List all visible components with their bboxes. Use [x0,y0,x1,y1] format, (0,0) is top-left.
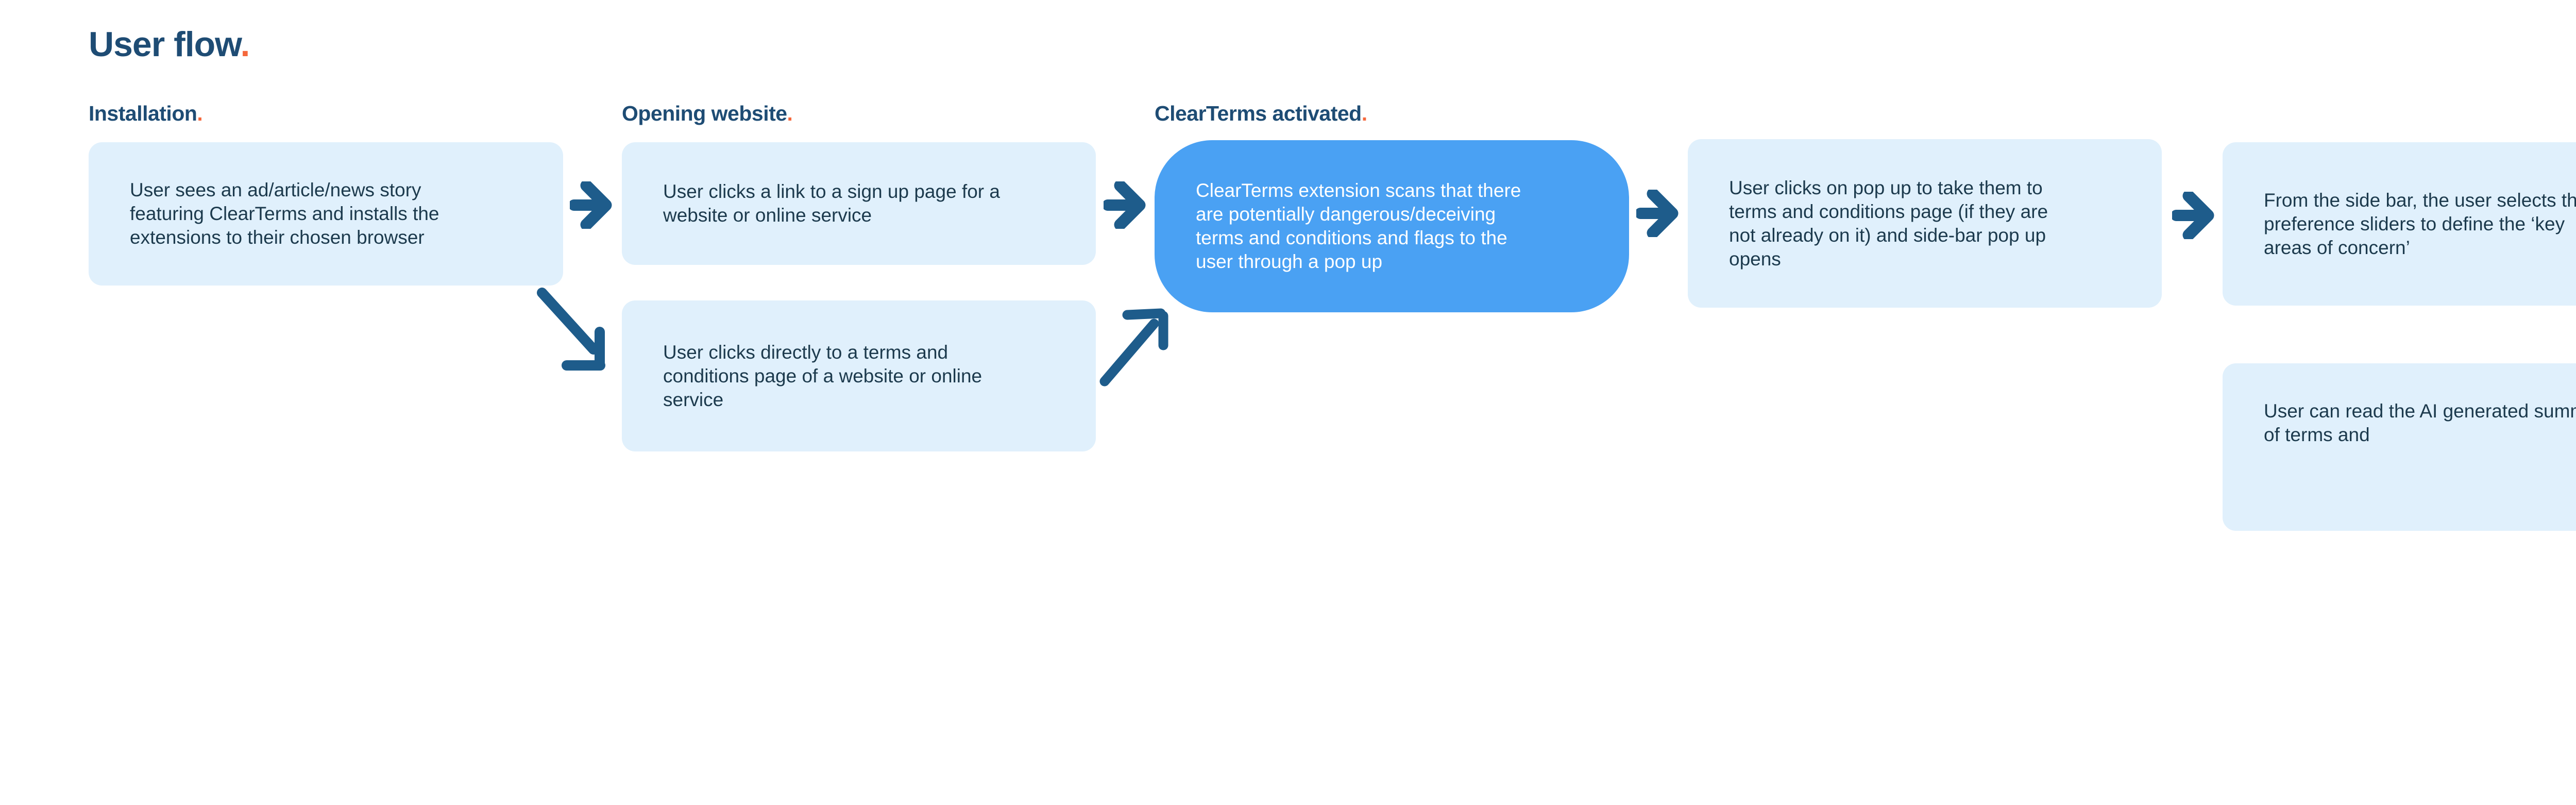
section-header-installation-period: . [197,102,203,125]
arrow-up-right-icon-direct-terms-to-scan [1099,308,1168,387]
section-header-clearterms-activated-label: ClearTerms activated [1155,102,1362,125]
section-header-clearterms-activated: ClearTerms activated. [1155,102,1367,125]
section-header-opening-website: Opening website. [622,102,793,125]
step-box-scan-highlight: ClearTerms extension scans that there ar… [1155,140,1629,312]
step-box-signup-link: User clicks a link to a sign up page for… [622,142,1096,265]
arrow-right-icon-install-to-signup [570,181,612,229]
step-box-direct-terms-text: User clicks directly to a terms and cond… [663,341,982,410]
page-title: User flow. [89,25,250,64]
arrow-down-right-icon-install-to-direct-terms [537,288,605,371]
step-box-preference-sliders: From the side bar, the user selects thei… [2223,142,2576,306]
step-box-direct-terms: User clicks directly to a terms and cond… [622,300,1096,451]
arrow-right-icon-popup-to-sliders [2172,192,2214,239]
section-header-opening-website-label: Opening website [622,102,787,125]
step-box-signup-link-text: User clicks a link to a sign up page for… [663,181,1000,226]
page-title-text: User flow [89,25,241,64]
step-box-ai-summary: User can read the AI generated summary o… [2223,363,2576,531]
step-box-preference-sliders-text: From the side bar, the user selects thei… [2264,189,2576,258]
step-box-install: User sees an ad/article/news story featu… [89,142,563,286]
section-header-installation: Installation. [89,102,203,125]
step-box-scan-text: ClearTerms extension scans that there ar… [1196,180,1521,272]
section-header-opening-website-period: . [787,102,793,125]
step-box-ai-summary-text: User can read the AI generated summary o… [2264,400,2576,445]
arrow-right-icon-scan-to-popup [1636,190,1679,237]
step-box-popup-click-text: User clicks on pop up to take them to te… [1729,177,2048,270]
step-box-popup-click: User clicks on pop up to take them to te… [1688,139,2162,308]
section-header-installation-label: Installation [89,102,197,125]
page-title-period: . [240,25,250,64]
step-box-install-text: User sees an ad/article/news story featu… [130,179,439,248]
arrow-right-icon-signup-to-scan [1104,181,1146,229]
section-header-clearterms-activated-period: . [1361,102,1367,125]
